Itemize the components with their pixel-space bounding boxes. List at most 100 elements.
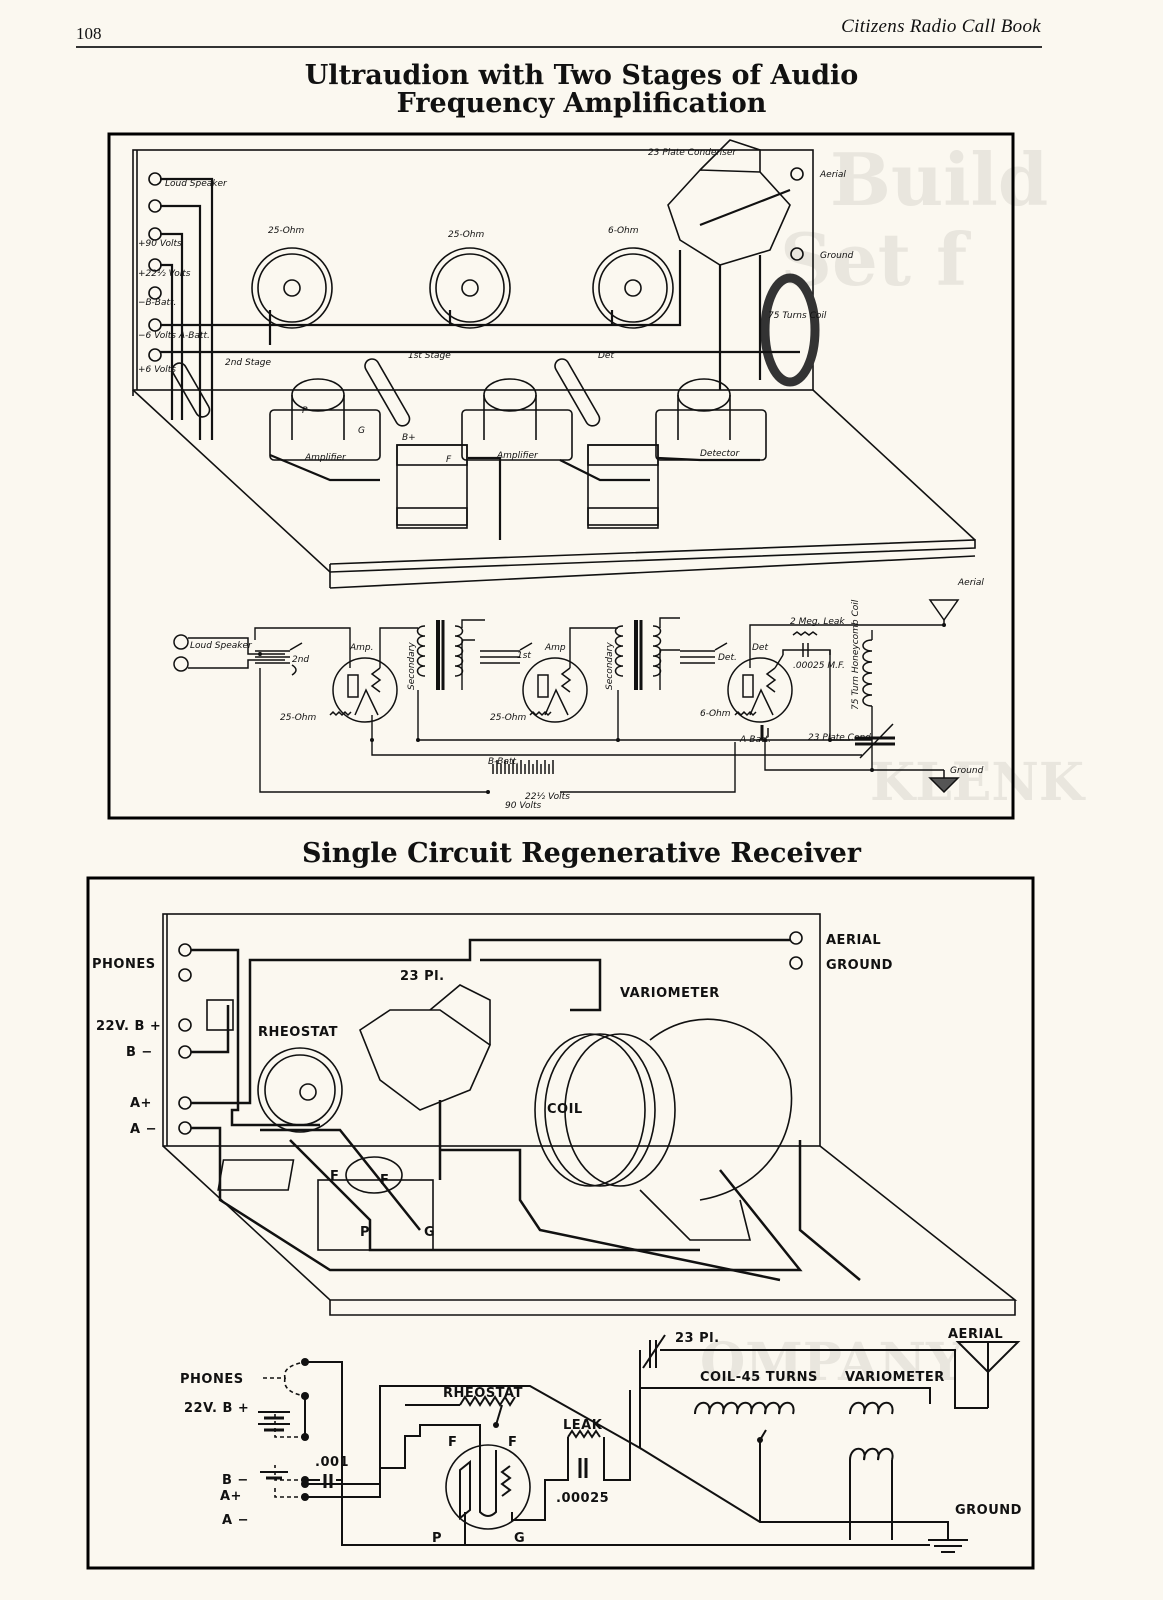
bleed-text: Build	[830, 137, 1048, 222]
label-90v: +90 Volts	[138, 239, 182, 249]
variable-condenser	[359, 1009, 491, 1111]
label-grid-leak: 2 Meg. Leak	[790, 617, 845, 627]
heavy-wiring	[191, 938, 861, 1282]
label-6v-minus: −6 Volts A-Batt.	[138, 331, 210, 341]
label-loud-speaker: Loud Speaker	[165, 179, 228, 189]
bleed-text: OMPANY	[700, 1332, 964, 1393]
label-leak: LEAK	[563, 1418, 603, 1433]
label-socket-detector: Detector	[700, 449, 741, 459]
label-phones: PHONES	[92, 957, 156, 972]
variometer-coil	[534, 1033, 646, 1187]
label-pin-f1: F	[330, 1169, 339, 1184]
label-jack-2nd: 2nd Stage	[225, 358, 271, 368]
bleed-text: Set f	[780, 217, 971, 302]
tube-amp-2	[522, 657, 588, 723]
figure1-title: Ultraudion with Two Stages of Audio Freq…	[0, 62, 1163, 118]
label-22v: +22½ Volts	[138, 269, 191, 279]
label-b-plus: 22V. B +	[96, 1019, 161, 1034]
label-ground: Ground	[950, 766, 984, 776]
rheostat-knob-3	[592, 247, 674, 329]
grid-leak-mount	[217, 1159, 295, 1191]
label-pin-g: G	[358, 426, 365, 436]
label-cond-001: .001	[315, 1455, 349, 1470]
figure1-schematic-labels: Loud Speaker 2nd 1st Det. Amp. Amp Det S…	[190, 578, 984, 811]
label-jack-det: Det	[598, 351, 614, 361]
schematic-wires	[304, 1349, 988, 1546]
label-rheostat-1: 25-Ohm	[268, 226, 304, 236]
rheostat-knob	[257, 1047, 343, 1133]
figure2-schematic	[258, 1334, 1021, 1553]
label-a-minus: A −	[222, 1513, 249, 1528]
label-tube-amp-2: Amp	[544, 643, 566, 653]
label-aerial: AERIAL	[948, 1327, 1003, 1342]
ground-post	[789, 956, 803, 970]
audio-transformer-2	[587, 444, 659, 529]
label-b-minus: B −	[126, 1045, 153, 1060]
front-panel	[132, 149, 814, 391]
label-coil-45-turns: COIL-45 TURNS	[700, 1370, 818, 1385]
label-coil: COIL	[547, 1102, 583, 1117]
label-b-plus: 22V. B +	[184, 1401, 249, 1416]
variable-condenser	[667, 169, 791, 266]
grid-leak-cond	[782, 631, 831, 657]
speaker-terminal-1	[173, 634, 189, 650]
ground-symbol	[928, 770, 960, 794]
b-battery-symbol	[258, 1411, 290, 1432]
label-pin-p: P	[302, 406, 308, 416]
baseboard	[162, 1145, 1018, 1301]
rheostat-knob-1	[251, 247, 333, 329]
figure2-schematic-labels: PHONES 22V. B + B − A+ A − .001 RHEOSTAT…	[180, 1327, 1021, 1546]
label-jack-1st: 1st	[517, 651, 531, 661]
label-plate-cond: 23 Plate Cond.	[808, 733, 874, 743]
label-pin-g: G	[514, 1531, 525, 1546]
wiring	[160, 177, 800, 540]
tube-amp-1	[332, 657, 398, 723]
terminal-dots	[301, 1358, 763, 1501]
label-plate-condenser: 23 Plate Condenser	[648, 148, 737, 158]
label-secondary-1: Secondary	[407, 642, 417, 690]
label-90-volts: 90 Volts	[505, 801, 541, 811]
aerial-symbol	[955, 1341, 1021, 1408]
label-a-minus: A −	[130, 1122, 157, 1137]
terminal-6v-minus	[148, 318, 162, 332]
audio-transformer-1	[396, 444, 468, 529]
figure1-schematic	[173, 599, 960, 794]
label-rheostat-1: 25-Ohm	[280, 713, 316, 723]
terminal-ground	[790, 247, 804, 261]
figure1-pictorial-labels: Loud Speaker +90 Volts +22½ Volts −B-Bat…	[138, 148, 854, 465]
label-pin-f1: F	[448, 1435, 457, 1450]
label-6v-plus: +6 Volts	[138, 365, 176, 375]
label-ground: GROUND	[826, 958, 893, 973]
a-battery	[760, 725, 769, 740]
label-b-minus: B −	[222, 1473, 249, 1488]
label-socket-amp-1: Amplifier	[304, 453, 347, 463]
leak-resistor	[567, 1429, 601, 1478]
figure2-frame	[86, 876, 1035, 1570]
jack-det	[680, 642, 728, 664]
rheostat-resistor	[459, 1395, 516, 1407]
figure1-frame	[107, 132, 1015, 820]
tube-det	[727, 657, 793, 723]
label-tube-det: Det	[752, 643, 768, 653]
label-a-plus: A+	[130, 1096, 152, 1111]
label-tube-amp-1: Amp.	[349, 643, 374, 653]
bleed-through: Build Set f KLENK OMPANY	[700, 137, 1086, 1393]
label-ground: Ground	[820, 251, 854, 261]
label-rheostat-3: 6-Ohm	[608, 226, 639, 236]
label-grid-cond: .00025 M.F.	[793, 661, 845, 671]
fixed-condenser	[206, 999, 234, 1031]
label-rheostat: RHEOSTAT	[443, 1386, 523, 1401]
label-aerial: Aerial	[957, 578, 984, 588]
ground-symbol	[928, 1539, 968, 1553]
label-a-plus: A+	[220, 1489, 242, 1504]
label-jack-1st: 1st Stage	[408, 351, 451, 361]
speaker-terminal-2	[173, 656, 189, 672]
label-rheostat: RHEOSTAT	[258, 1025, 338, 1040]
b-battery	[492, 760, 554, 774]
label-pin-f2: F	[508, 1435, 517, 1450]
label-23-plate: 23 Pl.	[400, 969, 445, 984]
junction-dots	[258, 623, 946, 794]
variable-cond-23pl	[642, 1334, 666, 1369]
label-rheostat-3: 6-Ohm	[700, 709, 731, 719]
